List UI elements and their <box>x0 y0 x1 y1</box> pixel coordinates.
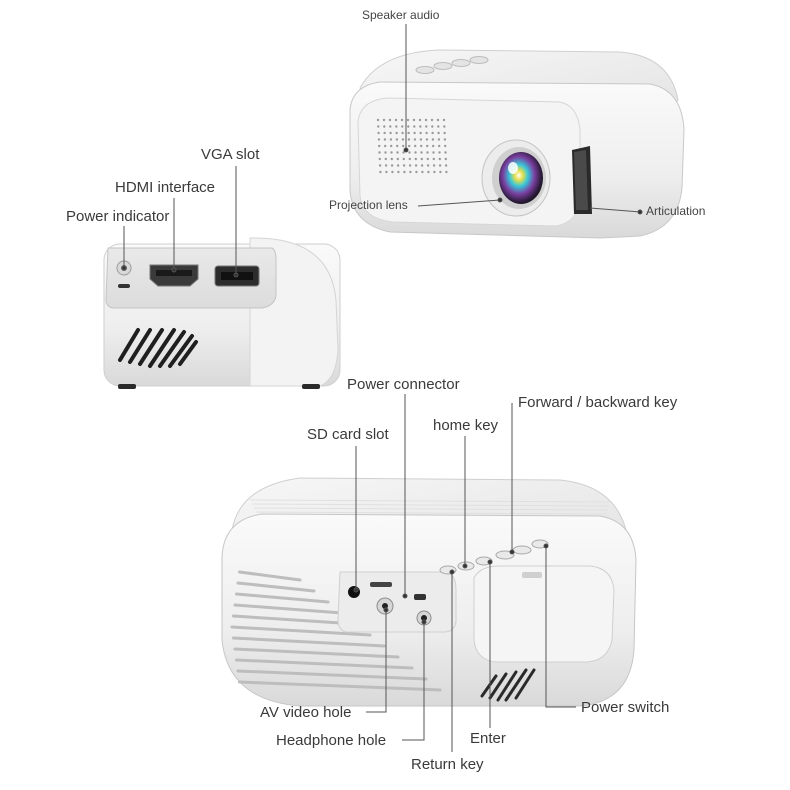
label-projection-lens: Projection lens <box>329 198 408 212</box>
label-headphone-hole: Headphone hole <box>276 732 387 749</box>
label-return-key: Return key <box>411 756 484 773</box>
rear-side-vent <box>480 668 536 702</box>
label-vga-slot: VGA slot <box>201 146 260 163</box>
label-speaker-audio: Speaker audio <box>362 8 440 22</box>
leader-lines <box>121 24 643 752</box>
label-power-switch: Power switch <box>581 699 670 716</box>
label-power-connector: Power connector <box>347 376 460 393</box>
projector-side-view <box>103 237 341 389</box>
label-forward-backward-key: Forward / backward key <box>518 394 678 411</box>
projection-lens-glass <box>499 152 543 204</box>
top-buttons <box>415 56 489 74</box>
label-power-indicator: Power indicator <box>66 208 170 225</box>
rear-vent <box>230 570 442 692</box>
projector-front-view <box>349 49 685 239</box>
label-av-video-hole: AV video hole <box>260 704 352 721</box>
label-sd-card-slot: SD card slot <box>307 426 389 443</box>
side-vent <box>118 328 198 368</box>
speaker-grille <box>376 118 448 174</box>
label-home-key: home key <box>433 417 499 434</box>
projector-rear-view <box>221 477 637 707</box>
label-enter: Enter <box>470 730 506 747</box>
label-articulation: Articulation <box>646 204 706 218</box>
label-hdmi-interface: HDMI interface <box>115 179 216 196</box>
